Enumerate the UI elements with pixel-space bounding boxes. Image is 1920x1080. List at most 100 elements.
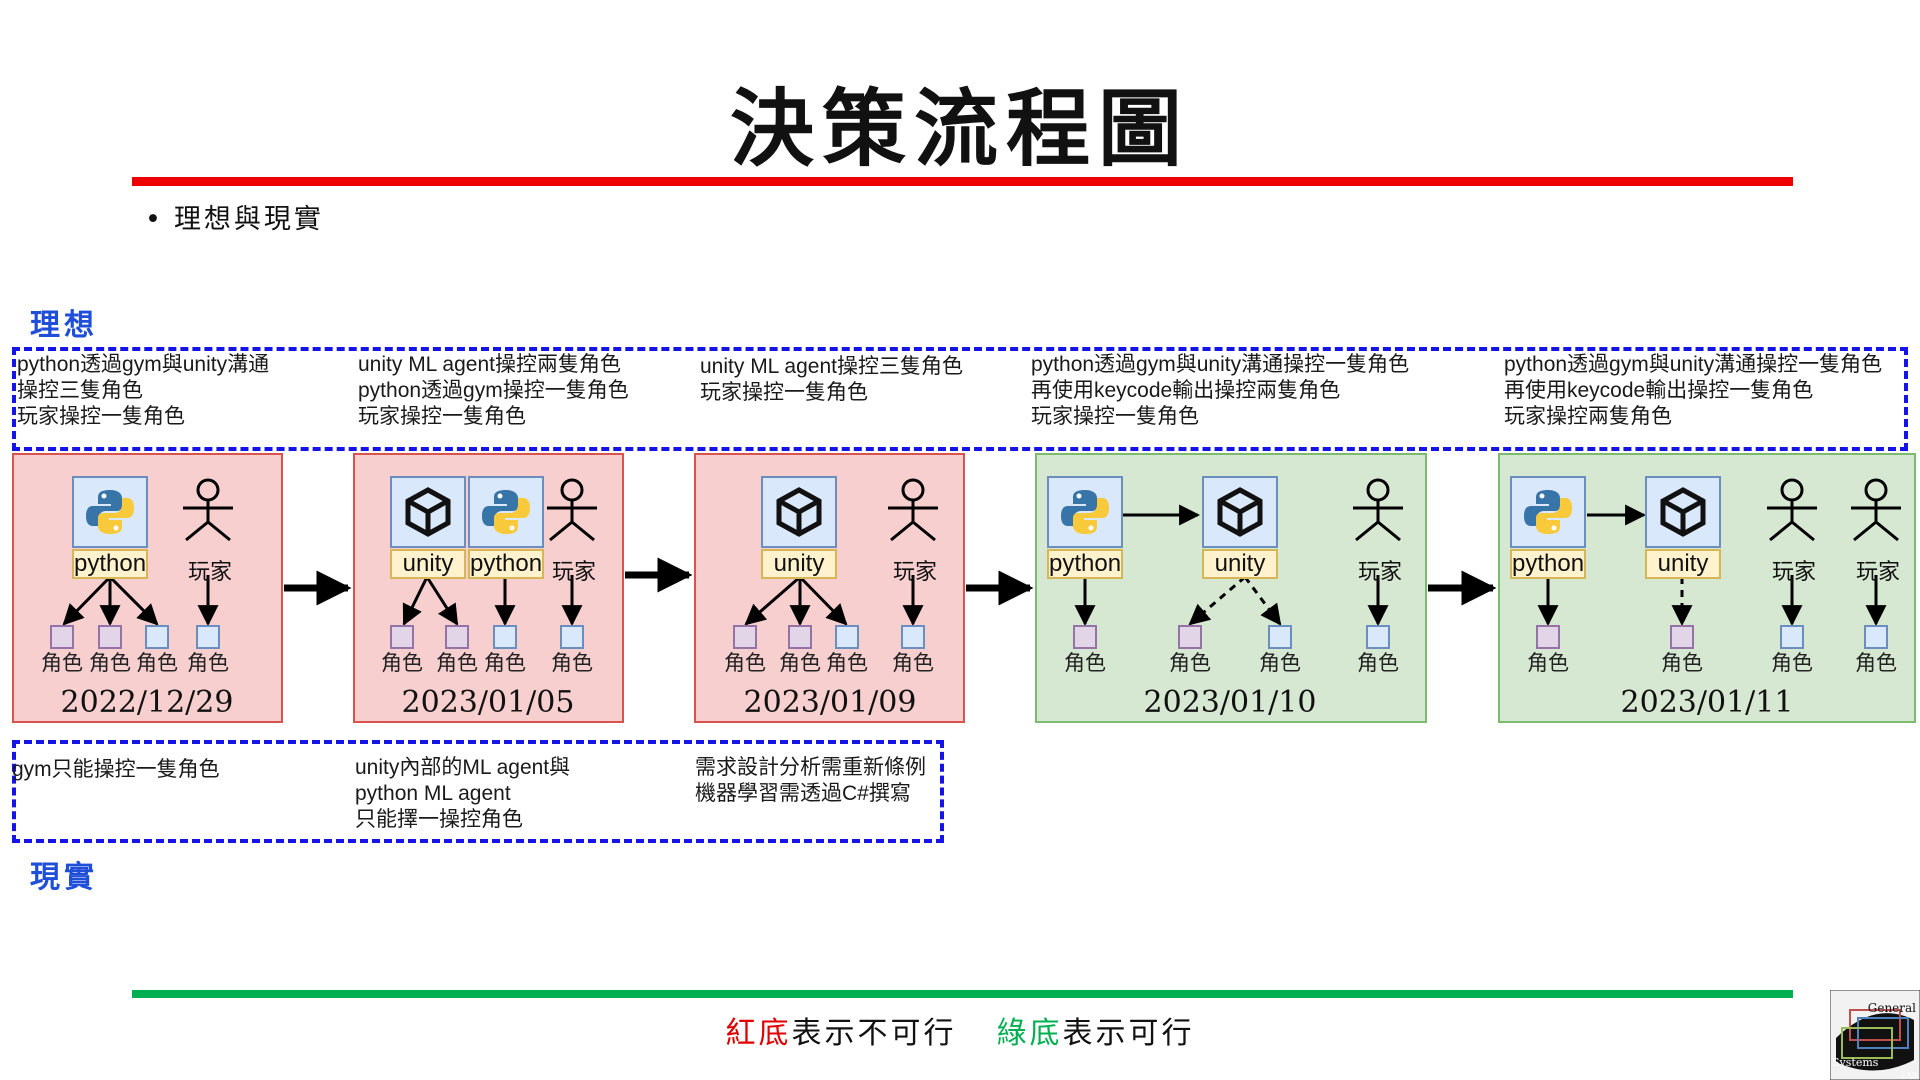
logo-top-text: General [1868, 1001, 1916, 1015]
python-label: python [468, 549, 544, 579]
player-label: 玩家 [188, 559, 233, 584]
character-square [390, 625, 414, 649]
legend-green-suffix: 表示可行 [1062, 1016, 1195, 1051]
python-label: python [1047, 549, 1123, 579]
character-square [733, 625, 757, 649]
role-label: 角色 [136, 652, 178, 675]
player-label: 玩家 [1772, 559, 1817, 584]
title-rule [132, 177, 1793, 186]
role-label: 角色 [187, 652, 229, 675]
desc-line: python透過gym與unity溝通操控一隻角色 [1504, 353, 1883, 376]
character-square [196, 625, 220, 649]
character-square [145, 625, 169, 649]
desc-line: unity ML agent操控兩隻角色 [358, 353, 621, 376]
player-label: 玩家 [1856, 559, 1901, 584]
reality-label: 現實 [30, 860, 98, 895]
panel3-edges [744, 575, 924, 627]
panel-date: 2023/01/09 [743, 685, 917, 720]
ideal-desc-3: unity ML agent操控三隻角色 玩家操控一隻角色 [700, 354, 963, 406]
character-square [50, 625, 74, 649]
desc-line: 玩家操控一隻角色 [358, 405, 526, 428]
role-label: 角色 [1661, 652, 1703, 675]
desc-line: 只能擇一操控角色 [355, 808, 523, 831]
ideal-dashed-box [12, 347, 1908, 451]
unity-icon [1645, 476, 1721, 548]
character-square [1536, 625, 1560, 649]
player-figures [183, 478, 1901, 542]
role-label: 角色 [724, 652, 766, 675]
role-label: 角色 [89, 652, 131, 675]
role-label: 角色 [1259, 652, 1301, 675]
panel4-edges [1074, 504, 1389, 627]
desc-line: 玩家操控一隻角色 [1031, 405, 1199, 428]
logo-small-text: LAB [1901, 1071, 1918, 1080]
unity-label: unity [1645, 549, 1721, 579]
character-square [1670, 625, 1694, 649]
role-label: 角色 [826, 652, 868, 675]
character-square [1780, 625, 1804, 649]
ideal-desc-4: python透過gym與unity溝通操控一隻角色 再使用keycode輸出操控… [1031, 352, 1409, 430]
role-label: 角色 [1169, 652, 1211, 675]
desc-line: unity內部的ML agent與 [355, 756, 571, 779]
desc-line: python透過gym與unity溝通操控一隻角色 [1031, 353, 1410, 376]
unity-icon [390, 476, 466, 548]
player-label: 玩家 [893, 559, 938, 584]
panel-date: 2023/01/11 [1620, 685, 1794, 720]
character-square [901, 625, 925, 649]
role-label: 角色 [1357, 652, 1399, 675]
desc-line: 玩家操控兩隻角色 [1504, 405, 1672, 428]
unity-icon [1202, 476, 1278, 548]
role-label: 角色 [551, 652, 593, 675]
unity-label: unity [1202, 549, 1278, 579]
python-icon [468, 476, 544, 548]
legend-red-suffix: 表示不可行 [791, 1016, 957, 1051]
python-label: python [72, 549, 148, 579]
desc-line: 玩家操控一隻角色 [700, 381, 868, 404]
role-label: 角色 [484, 652, 526, 675]
role-label: 角色 [381, 652, 423, 675]
role-label: 角色 [1527, 652, 1569, 675]
character-square [835, 625, 859, 649]
reality-desc-2: unity內部的ML agent與 python ML agent 只能擇一操控… [355, 755, 570, 833]
character-square [788, 625, 812, 649]
desc-line: python透過gym操控一隻角色 [358, 379, 629, 402]
unity-icon [761, 476, 837, 548]
ideal-desc-2: unity ML agent操控兩隻角色 python透過gym操控一隻角色 玩… [358, 352, 629, 430]
role-label: 角色 [779, 652, 821, 675]
legend-red-text: 紅底 [725, 1016, 792, 1051]
bullet-text: 理想與現實 [173, 204, 324, 235]
desc-line: 再使用keycode輸出操控一隻角色 [1504, 379, 1814, 402]
panel-date: 2023/01/10 [1143, 685, 1317, 720]
desc-line: python ML agent [355, 782, 511, 805]
character-square [1178, 625, 1202, 649]
panel1-edges [62, 575, 219, 627]
desc-line: 機器學習需透過C#撰寫 [695, 782, 911, 805]
legend-rule [132, 990, 1793, 998]
character-square [493, 625, 517, 649]
player-label: 玩家 [1358, 559, 1403, 584]
python-icon [1047, 476, 1123, 548]
unity-label: unity [390, 549, 466, 579]
desc-line: 操控三隻角色 [17, 379, 143, 402]
python-icon [1510, 476, 1586, 548]
desc-line: python透過gym與unity溝通 [17, 353, 270, 376]
character-square [1864, 625, 1888, 649]
character-square [560, 625, 584, 649]
desc-line: gym只能操控一隻角色 [12, 758, 220, 781]
general-systems-lab-logo: General Systems LAB [1830, 990, 1920, 1080]
desc-line: 需求設計分析需重新條例 [695, 756, 926, 779]
player-label: 玩家 [552, 559, 597, 584]
desc-line: unity ML agent操控三隻角色 [700, 355, 963, 378]
reality-dashed-box [12, 740, 944, 843]
role-label: 角色 [41, 652, 83, 675]
character-square [1366, 625, 1390, 649]
bullet-dot: • [145, 204, 164, 235]
reality-desc-1: gym只能操控一隻角色 [12, 757, 220, 783]
panel5-edges [1537, 504, 1887, 627]
role-label: 角色 [892, 652, 934, 675]
ideal-desc-1: python透過gym與unity溝通 操控三隻角色 玩家操控一隻角色 [17, 352, 269, 430]
panel-date: 2023/01/05 [401, 685, 575, 720]
reality-desc-3: 需求設計分析需重新條例 機器學習需透過C#撰寫 [695, 755, 926, 807]
unity-label: unity [761, 549, 837, 579]
